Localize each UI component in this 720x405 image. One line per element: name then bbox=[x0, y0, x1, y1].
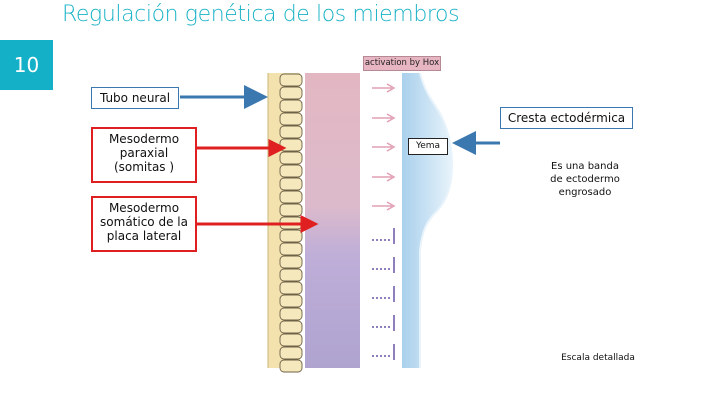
somite bbox=[279, 307, 303, 321]
somite bbox=[279, 268, 303, 282]
somite bbox=[279, 125, 303, 139]
banda-ectodermo-text: Es una banda de ectodermo engrosado bbox=[550, 161, 620, 198]
somite bbox=[279, 73, 303, 87]
hox-activation-label: activation by Hox bbox=[363, 56, 441, 71]
somite bbox=[279, 242, 303, 256]
hox-activation-arrows bbox=[372, 83, 396, 211]
inhibition-marker bbox=[372, 228, 395, 244]
somite bbox=[279, 151, 303, 165]
somite bbox=[279, 86, 303, 100]
lateral-plate-mesoderm bbox=[305, 73, 360, 368]
hox-arrow bbox=[372, 113, 396, 123]
ectoderm-outline bbox=[419, 72, 454, 368]
yema-label: Yema bbox=[408, 138, 448, 155]
somite bbox=[279, 294, 303, 308]
hox-arrow bbox=[372, 172, 396, 182]
inhibition-marker bbox=[372, 257, 395, 273]
hox-arrow bbox=[372, 142, 396, 152]
hox-arrow bbox=[372, 83, 396, 93]
somite bbox=[279, 333, 303, 347]
slide-number: 10 bbox=[0, 40, 53, 90]
limb-bud-ectoderm bbox=[402, 73, 452, 368]
somite bbox=[279, 320, 303, 334]
somite bbox=[279, 229, 303, 243]
somite bbox=[279, 138, 303, 152]
slide-title: Regulación genética de los miembros bbox=[62, 2, 460, 27]
cresta-ectodermica-label: Cresta ectodérmica bbox=[500, 107, 633, 129]
inhibition-marker bbox=[372, 286, 395, 302]
somite bbox=[279, 190, 303, 204]
mesodermo-somatico-label: Mesodermo somático de la placa lateral bbox=[91, 196, 197, 252]
hox-arrow bbox=[372, 201, 396, 211]
somite bbox=[279, 255, 303, 269]
inhibition-marker bbox=[372, 315, 395, 331]
somites bbox=[279, 73, 303, 373]
somite bbox=[279, 346, 303, 360]
somite bbox=[279, 281, 303, 295]
somite bbox=[279, 359, 303, 373]
somite bbox=[279, 99, 303, 113]
mesodermo-paraxial-label: Mesodermo paraxial (somitas ) bbox=[91, 127, 197, 183]
inhibition-marker bbox=[372, 344, 395, 360]
escala-text: Escala detallada bbox=[561, 353, 635, 363]
somite bbox=[279, 164, 303, 178]
somite bbox=[279, 112, 303, 126]
tubo-neural-label: Tubo neural bbox=[91, 87, 179, 109]
inhibition-markers bbox=[372, 228, 395, 360]
somite bbox=[279, 203, 303, 217]
somite bbox=[279, 177, 303, 191]
